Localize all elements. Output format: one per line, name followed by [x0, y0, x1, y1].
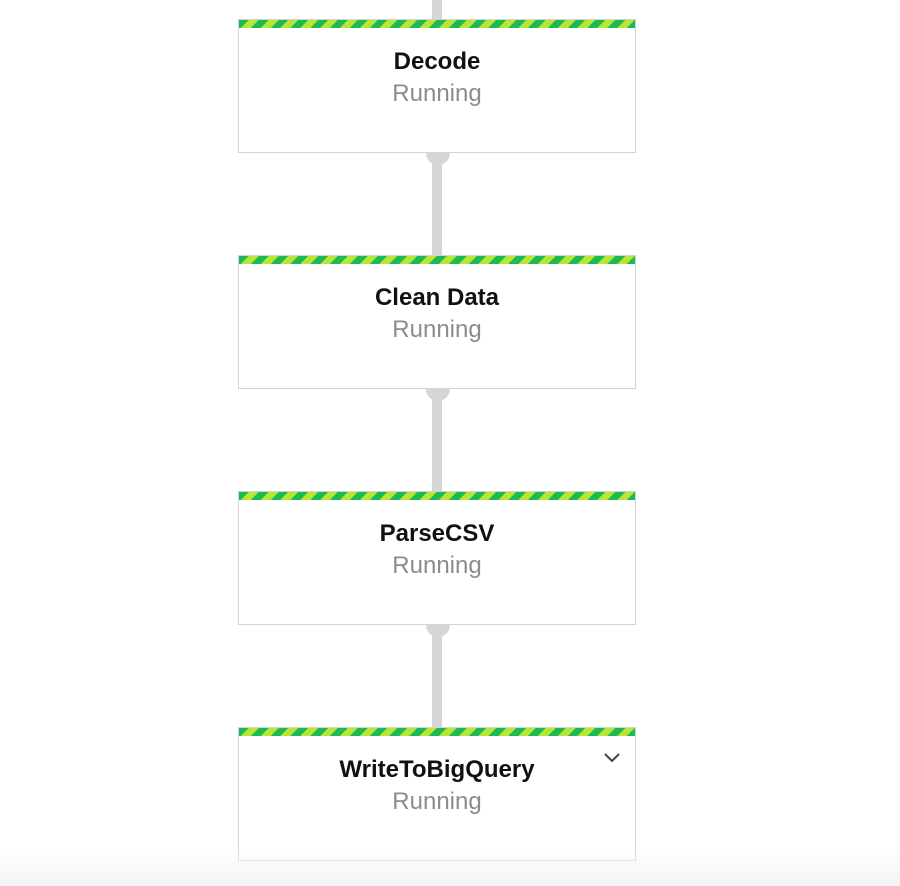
- connector-line: [432, 154, 442, 256]
- connector-dot: [426, 153, 450, 165]
- connector-line: [432, 626, 442, 728]
- chevron-down-icon[interactable]: [603, 750, 621, 764]
- connector-dot: [426, 625, 450, 637]
- running-progress-stripe: [239, 492, 635, 500]
- connector-dot: [426, 389, 450, 401]
- step-name: Clean Data: [374, 284, 500, 311]
- step-status: Running: [392, 80, 482, 107]
- step-status: Running: [392, 552, 482, 579]
- pipeline-step-writetobigquery[interactable]: WriteToBigQuery Running: [238, 727, 636, 861]
- connector-line: [432, 390, 442, 492]
- pipeline-step-decode[interactable]: Decode Running: [238, 19, 636, 153]
- step-name: ParseCSV: [379, 520, 495, 547]
- step-status: Running: [392, 316, 482, 343]
- step-name: WriteToBigQuery: [339, 756, 535, 783]
- connector-line: [432, 0, 442, 19]
- running-progress-stripe: [239, 728, 635, 736]
- pipeline-step-clean-data[interactable]: Clean Data Running: [238, 255, 636, 389]
- pipeline-step-parsecsv[interactable]: ParseCSV Running: [238, 491, 636, 625]
- running-progress-stripe: [239, 256, 635, 264]
- running-progress-stripe: [239, 20, 635, 28]
- step-name: Decode: [393, 48, 481, 75]
- step-status: Running: [392, 788, 482, 815]
